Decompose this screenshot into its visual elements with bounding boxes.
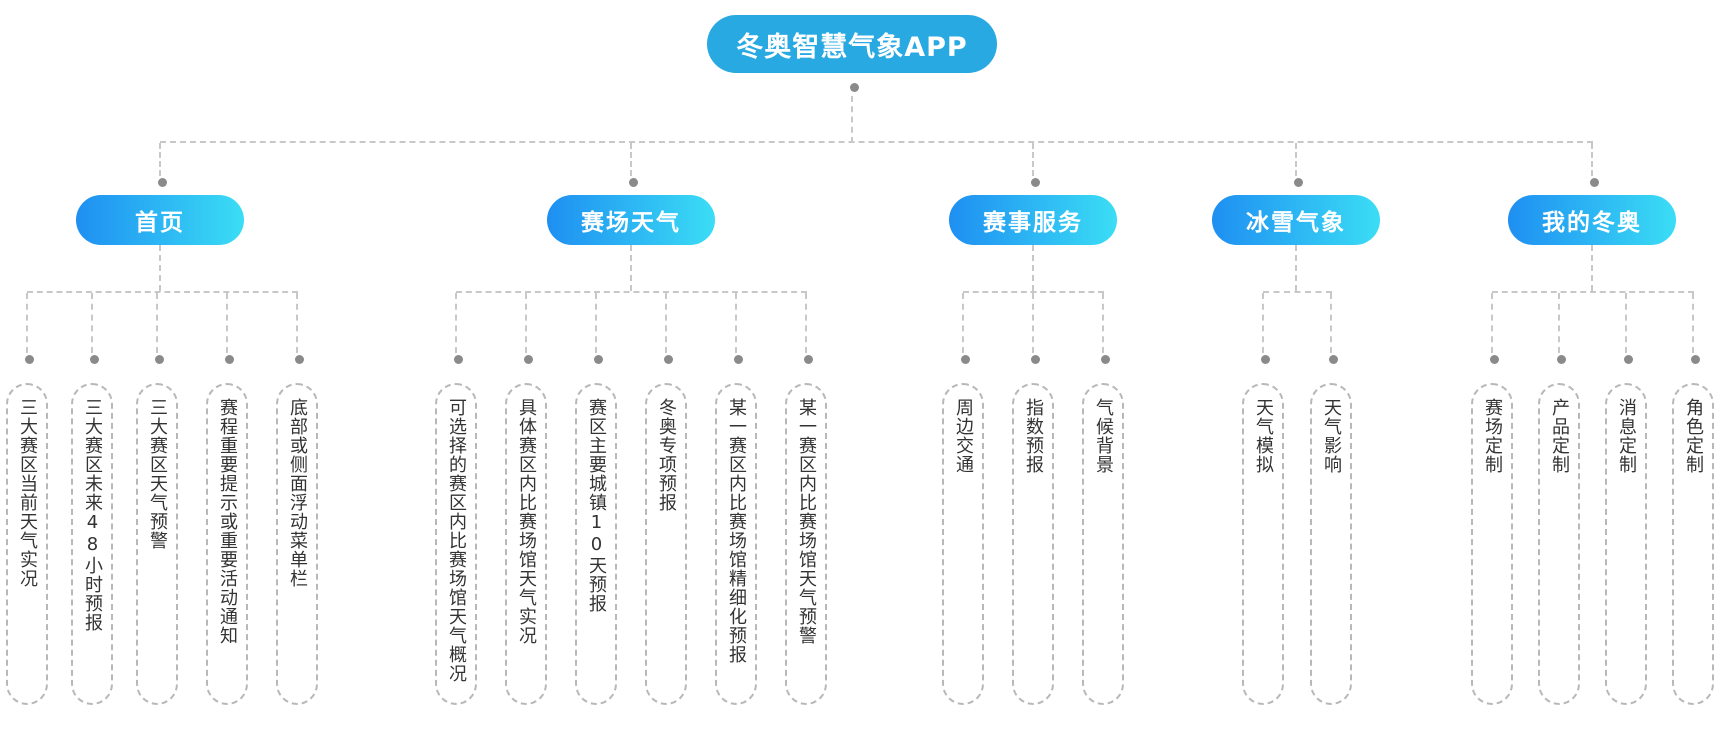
connector-drop [1556, 293, 1566, 364]
leaf-label: 角色定制 [1683, 398, 1704, 474]
leaf-label: 周边交通 [953, 398, 974, 474]
leaf-label: 三大赛区未来48小时预报 [82, 398, 103, 632]
connector-group-hline [27, 291, 298, 293]
leaf-node: 消息定制 [1605, 383, 1647, 705]
connector-level1-hline [160, 141, 1593, 143]
leaf-node: 周边交通 [942, 383, 984, 705]
root-node-app-title: 冬奥智慧气象APP [707, 15, 997, 73]
connector-drop [1100, 293, 1110, 364]
root-node-label: 冬奥智慧气象APP [736, 31, 968, 63]
connector-drop [1623, 293, 1633, 364]
connector-drop [1293, 143, 1303, 187]
connector-group-hline [456, 291, 807, 293]
leaf-node: 三大赛区当前天气实况 [6, 383, 48, 705]
leaf-node: 赛区主要城镇10天预报 [575, 383, 617, 705]
connector-drop [523, 293, 533, 364]
leaf-node: 某一赛区内比赛场馆天气预警 [785, 383, 827, 705]
branch-node-label: 赛事服务 [983, 210, 1083, 236]
connector-drop [960, 293, 970, 364]
branch-node-label: 我的冬奥 [1542, 210, 1642, 236]
connector-branch-drop [1032, 245, 1034, 291]
leaf-node: 具体赛区内比赛场馆天气实况 [505, 383, 547, 705]
leaf-label: 可选择的赛区内比赛场馆天气概况 [446, 398, 467, 683]
leaf-label: 天气模拟 [1253, 398, 1274, 474]
connector-drop [1260, 293, 1270, 364]
leaf-node: 赛场定制 [1471, 383, 1513, 705]
connector-branch-drop [159, 245, 161, 291]
connector-drop [628, 143, 638, 187]
connector-drop [803, 293, 813, 364]
leaf-node: 天气模拟 [1242, 383, 1284, 705]
connector-drop [1030, 143, 1040, 187]
connector-drop [733, 293, 743, 364]
leaf-node: 冬奥专项预报 [645, 383, 687, 705]
branch-node-label: 首页 [135, 210, 185, 236]
leaf-label: 赛场定制 [1482, 398, 1503, 474]
leaf-node: 赛程重要提示或重要活动通知 [206, 383, 248, 705]
leaf-label: 三大赛区天气预警 [147, 398, 168, 550]
connector-branch-drop [1591, 245, 1593, 291]
connector-drop [1690, 293, 1700, 364]
branch-node-my-winter-olympics: 我的冬奥 [1508, 195, 1676, 245]
branch-node-label: 冰雪气象 [1246, 210, 1346, 236]
connector-drop [224, 293, 234, 364]
leaf-node: 底部或侧面浮动菜单栏 [276, 383, 318, 705]
connector-root-drop [849, 83, 859, 143]
leaf-label: 某一赛区内比赛场馆精细化预报 [726, 398, 747, 664]
connector-drop [1328, 293, 1338, 364]
connector-group-hline [1263, 291, 1332, 293]
connector-drop [593, 293, 603, 364]
branch-node-venue-weather: 赛场天气 [547, 195, 715, 245]
leaf-node: 三大赛区天气预警 [136, 383, 178, 705]
connector-branch-drop [1295, 245, 1297, 291]
leaf-node: 指数预报 [1012, 383, 1054, 705]
leaf-label: 某一赛区内比赛场馆天气预警 [796, 398, 817, 645]
leaf-node: 可选择的赛区内比赛场馆天气概况 [435, 383, 477, 705]
leaf-label: 底部或侧面浮动菜单栏 [287, 398, 308, 588]
branch-node-ice-snow-weather: 冰雪气象 [1212, 195, 1380, 245]
leaf-label: 赛程重要提示或重要活动通知 [217, 398, 238, 645]
leaf-node: 产品定制 [1538, 383, 1580, 705]
connector-drop [1489, 293, 1499, 364]
leaf-node: 天气影响 [1310, 383, 1352, 705]
leaf-node: 气候背景 [1082, 383, 1124, 705]
connector-drop [663, 293, 673, 364]
leaf-label: 赛区主要城镇10天预报 [586, 398, 607, 613]
connector-drop [24, 293, 34, 364]
connector-group-hline [1492, 291, 1694, 293]
connector-group-hline [963, 291, 1104, 293]
leaf-label: 气候背景 [1093, 398, 1114, 474]
connector-drop [157, 143, 167, 187]
leaf-label: 冬奥专项预报 [656, 398, 677, 512]
leaf-label: 具体赛区内比赛场馆天气实况 [516, 398, 537, 645]
branch-node-home: 首页 [76, 195, 244, 245]
connector-drop [294, 293, 304, 364]
leaf-label: 消息定制 [1616, 398, 1637, 474]
connector-drop [154, 293, 164, 364]
leaf-label: 产品定制 [1549, 398, 1570, 474]
connector-branch-drop [630, 245, 632, 291]
branch-node-label: 赛场天气 [581, 210, 681, 236]
leaf-label: 指数预报 [1023, 398, 1044, 474]
connector-drop [453, 293, 463, 364]
connector-drop [1030, 293, 1040, 364]
leaf-label: 三大赛区当前天气实况 [17, 398, 38, 588]
leaf-node: 角色定制 [1672, 383, 1714, 705]
connector-drop [89, 293, 99, 364]
leaf-label: 天气影响 [1321, 398, 1342, 474]
connector-drop [1589, 143, 1599, 187]
leaf-node: 三大赛区未来48小时预报 [71, 383, 113, 705]
branch-node-event-services: 赛事服务 [949, 195, 1117, 245]
leaf-node: 某一赛区内比赛场馆精细化预报 [715, 383, 757, 705]
